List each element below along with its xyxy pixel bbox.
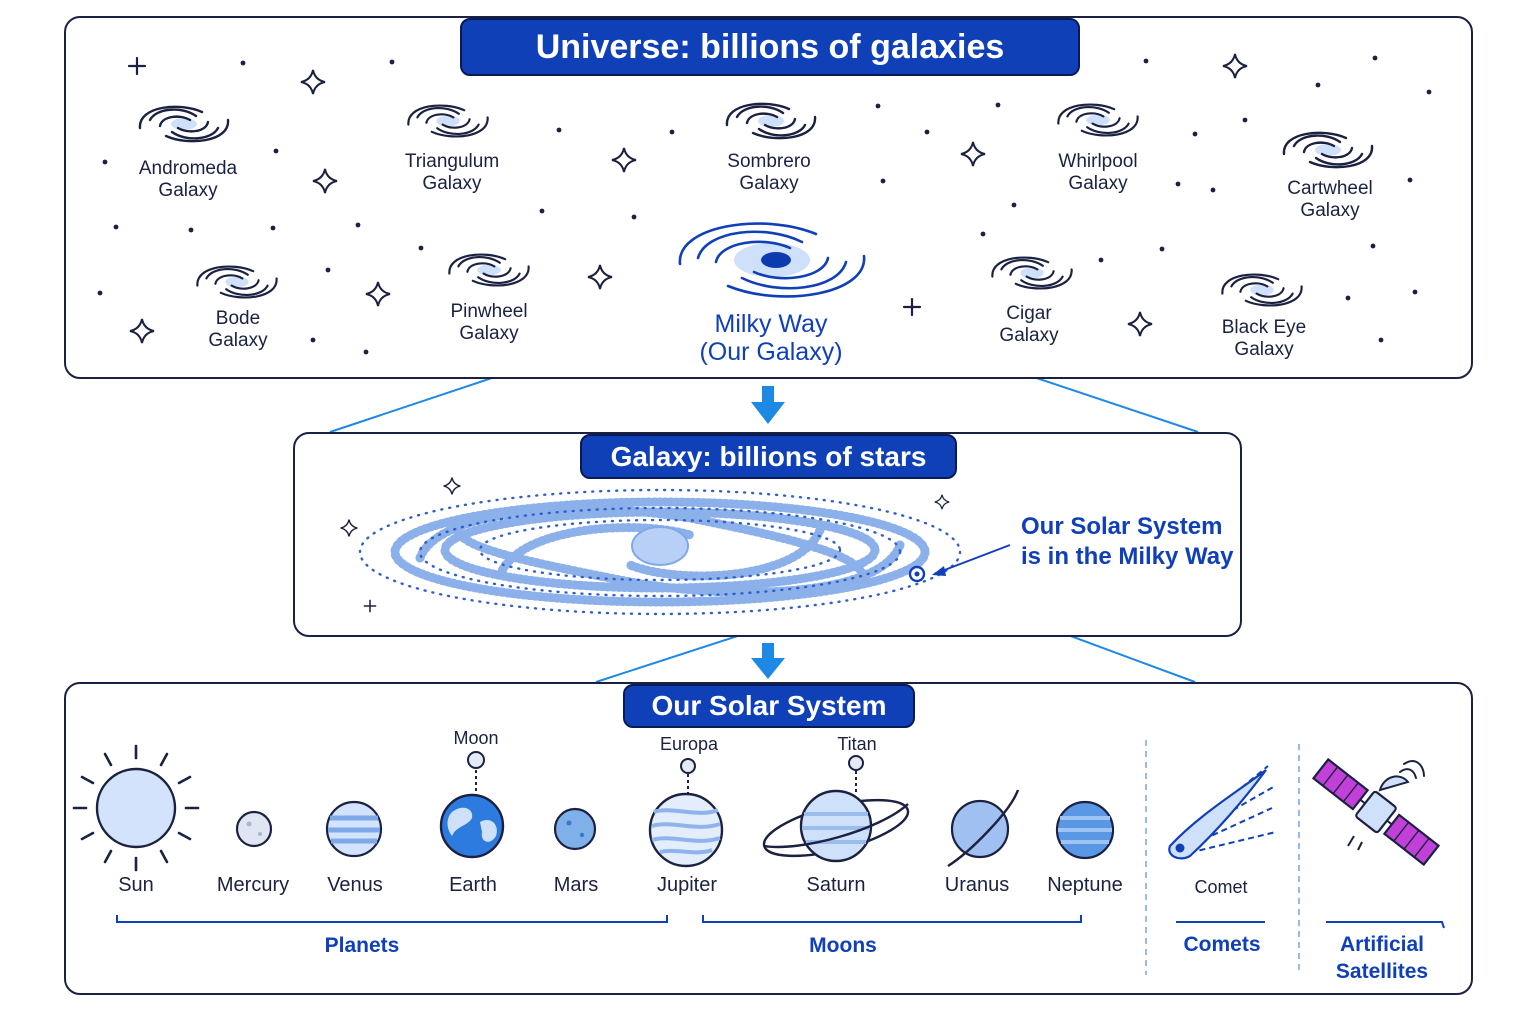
- body-label: Uranus: [944, 874, 1010, 896]
- titan-icon: [848, 755, 864, 771]
- triangulum-galaxy-icon: [407, 104, 489, 138]
- black-eye-galaxy-icon: [1221, 273, 1303, 307]
- satellites-bracket: [1326, 921, 1445, 929]
- down-arrow-icon: [751, 643, 785, 679]
- andromeda-galaxy-icon: [138, 105, 230, 143]
- solar-system-panel: [64, 682, 1473, 995]
- body-label: Saturn: [806, 874, 866, 896]
- body-label: Earth: [449, 874, 497, 896]
- planets-bracket: [116, 915, 668, 923]
- saturn-icon: [762, 755, 910, 863]
- universe-title: Universe: billions of galaxies: [460, 18, 1080, 76]
- mercury-icon: [235, 810, 273, 848]
- moons-category-label: Moons: [809, 934, 877, 957]
- neptune-icon: [1055, 800, 1115, 860]
- body-label: Venus: [327, 874, 383, 896]
- down-arrow-icon: [751, 386, 785, 424]
- moons-bracket: [702, 915, 1082, 923]
- earth-icon: [439, 751, 505, 859]
- sun-icon: [72, 744, 200, 872]
- solar-system-title: Our Solar System: [623, 684, 915, 728]
- moon-label: Europa: [659, 734, 719, 754]
- body-label: Mars: [553, 874, 599, 896]
- comets-category-label: Comets: [1183, 933, 1261, 956]
- satellite-icon: [1311, 757, 1441, 867]
- planets-category-label: Planets: [324, 934, 400, 957]
- cartwheel-galaxy-icon: [1282, 131, 1374, 169]
- comet-label: Comet: [1194, 877, 1248, 897]
- body-label: Neptune: [1047, 874, 1123, 896]
- moon-icon: [467, 751, 485, 769]
- body-label: Jupiter: [656, 874, 718, 896]
- milky-way-label: Milky Way(Our Galaxy): [699, 310, 843, 366]
- moon-label: Titan: [837, 734, 877, 754]
- callout-arrow-icon: [932, 544, 1011, 576]
- venus-icon: [325, 800, 383, 858]
- pinwheel-galaxy-icon: [448, 253, 530, 287]
- uranus-icon: [947, 789, 1020, 868]
- galaxy-title: Galaxy: billions of stars: [580, 434, 957, 479]
- body-label: Mercury: [216, 874, 290, 896]
- milky-way-icon: [678, 222, 866, 298]
- milky-way-spiral-icon: [358, 488, 962, 616]
- body-label: Sun: [118, 874, 154, 896]
- europa-icon: [680, 758, 696, 774]
- whirlpool-galaxy-icon: [1057, 103, 1139, 137]
- mars-icon: [553, 807, 597, 851]
- jupiter-icon: [648, 758, 724, 868]
- comet-icon: [1168, 765, 1277, 860]
- moon-label: Moon: [453, 728, 499, 748]
- cigar-galaxy-icon: [991, 256, 1073, 290]
- solar-system-location-icon: [908, 565, 926, 583]
- bode-galaxy-icon: [196, 265, 278, 299]
- universe-stars: [97, 53, 1432, 355]
- sombrero-galaxy-icon: [725, 102, 817, 140]
- universe-panel: [64, 16, 1473, 379]
